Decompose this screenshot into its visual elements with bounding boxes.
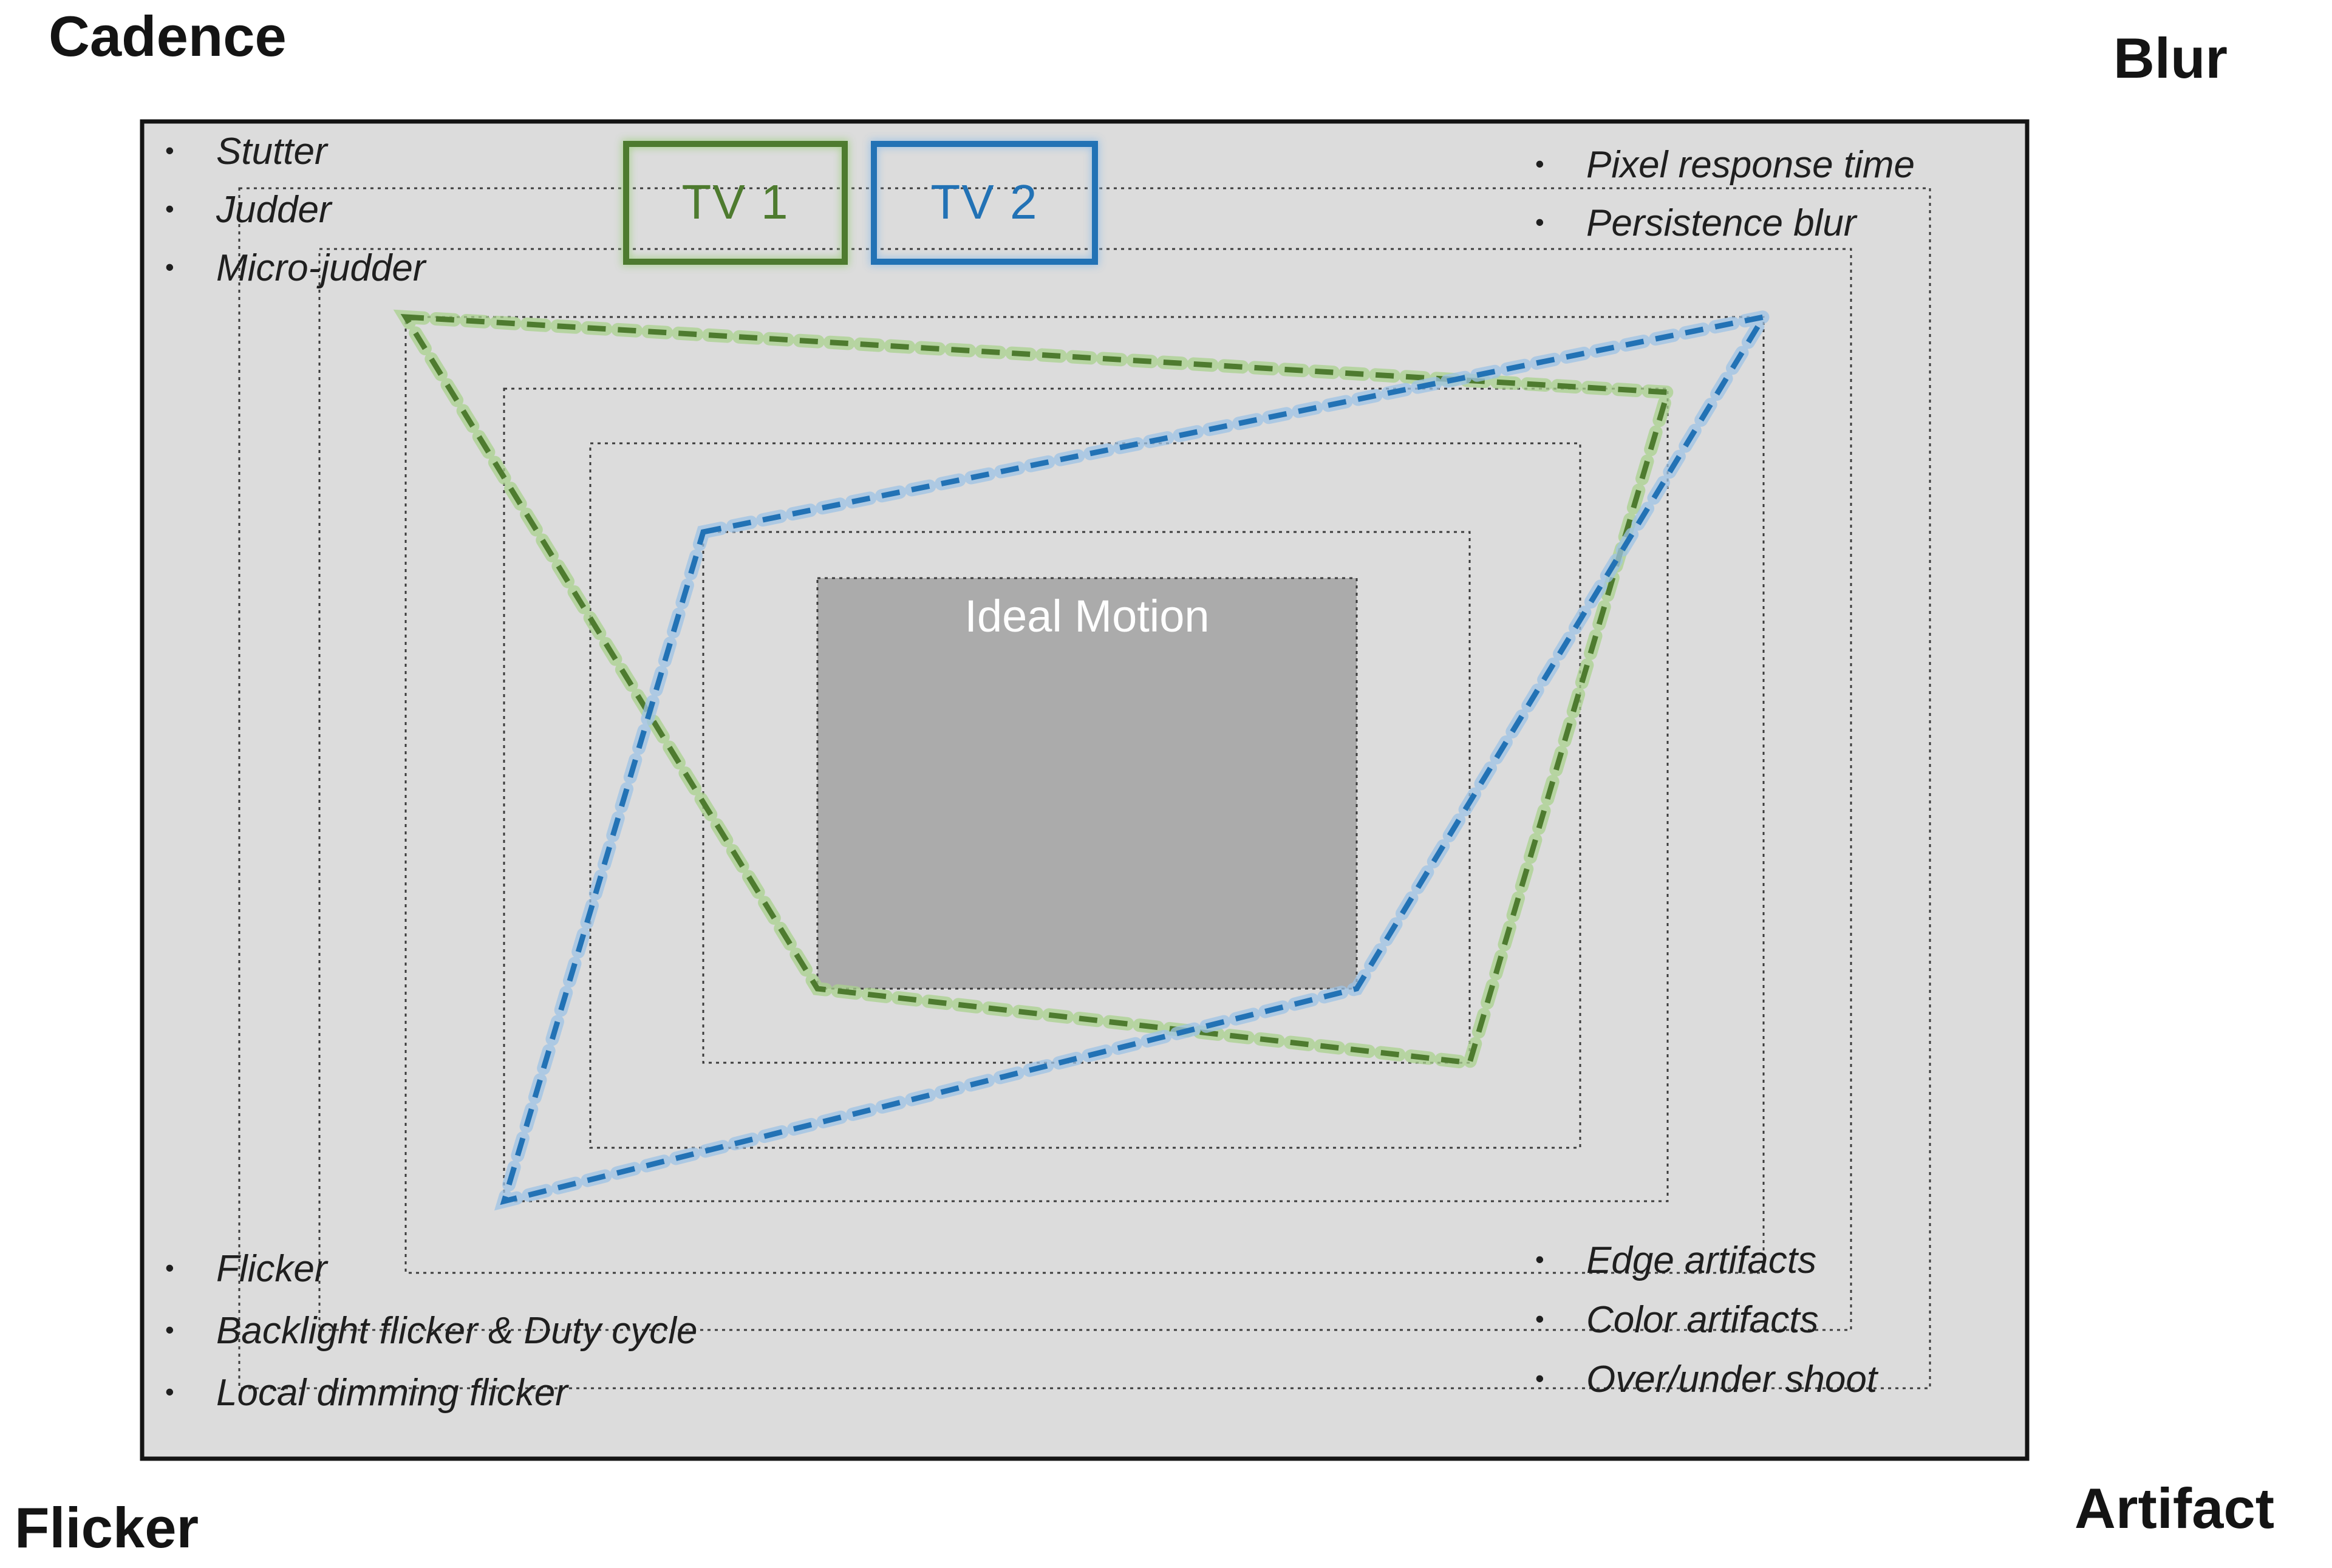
bullet-dot-icon: •	[1535, 1246, 1544, 1273]
legend-tv2-box: TV 2	[871, 141, 1098, 265]
level-ring-1	[238, 187, 1931, 1389]
legend-tv1-label: TV 1	[681, 176, 789, 229]
bullet-label: Color artifacts	[1586, 1298, 1819, 1340]
bullet-dot-icon: •	[1535, 1305, 1544, 1333]
bullet-dot-icon: •	[165, 254, 174, 282]
list-item: • Edge artifacts	[1535, 1230, 1877, 1290]
list-item: • Judder	[165, 181, 426, 239]
bullet-dot-icon: •	[165, 196, 174, 223]
list-item: • Pixel response time	[1535, 136, 1915, 194]
bullet-dot-icon: •	[1535, 151, 1544, 179]
list-item: • Backlight flicker & Duty cycle	[165, 1300, 697, 1362]
bullet-label: Micro-judder	[216, 247, 426, 289]
bullet-label: Over/under shoot	[1586, 1357, 1878, 1400]
list-item: • Persistence blur	[1535, 194, 1915, 253]
bullet-label: Persistence blur	[1586, 202, 1856, 244]
blur-bullet-list: • Pixel response time • Persistence blur	[1535, 136, 1915, 253]
flicker-bullet-list: • Flicker • Backlight flicker & Duty cyc…	[165, 1238, 697, 1423]
level-ring-4	[503, 387, 1669, 1202]
bullet-label: Judder	[216, 188, 332, 231]
bullet-dot-icon: •	[1535, 1365, 1544, 1392]
list-item: • Over/under shoot	[1535, 1349, 1877, 1409]
cadence-bullet-list: • Stutter • Judder • Micro-judder	[165, 123, 426, 298]
list-item: • Local dimming flicker	[165, 1362, 697, 1423]
ideal-motion-box	[816, 577, 1358, 990]
series-glow-tv1	[393, 309, 1677, 1070]
list-item: • Stutter	[165, 123, 426, 181]
axis-label-cadence: Cadence	[49, 4, 287, 68]
level-ring-2	[318, 248, 1852, 1331]
list-item: • Flicker	[165, 1238, 697, 1300]
artifact-bullet-list: • Edge artifacts • Color artifacts • Ove…	[1535, 1230, 1877, 1409]
ideal-motion-label: Ideal Motion	[964, 591, 1210, 641]
axis-label-artifact: Artifact	[2075, 1476, 2275, 1540]
axis-label-flicker: Flicker	[15, 1495, 199, 1559]
bullet-label: Stutter	[216, 130, 327, 172]
list-item: • Micro-judder	[165, 239, 426, 298]
bullet-dot-icon: •	[1535, 209, 1544, 237]
bullet-dot-icon: •	[165, 137, 174, 165]
level-ring-3	[404, 316, 1765, 1274]
bullet-label: Pixel response time	[1586, 143, 1915, 186]
level-ring-5	[589, 442, 1581, 1149]
bullet-label: Flicker	[216, 1247, 327, 1289]
bullet-label: Backlight flicker & Duty cycle	[216, 1309, 698, 1351]
bullet-label: Edge artifacts	[1586, 1238, 1817, 1281]
legend-tv1-box: TV 1	[623, 141, 848, 265]
legend-tv2-label: TV 2	[930, 176, 1038, 229]
bullet-label: Local dimming flicker	[216, 1371, 568, 1413]
axis-label-blur: Blur	[2113, 26, 2228, 90]
series-tv2	[500, 313, 1770, 1205]
bullet-dot-icon: •	[165, 1378, 174, 1406]
bullet-dot-icon: •	[165, 1254, 174, 1282]
bullet-dot-icon: •	[165, 1316, 174, 1344]
list-item: • Color artifacts	[1535, 1290, 1877, 1349]
